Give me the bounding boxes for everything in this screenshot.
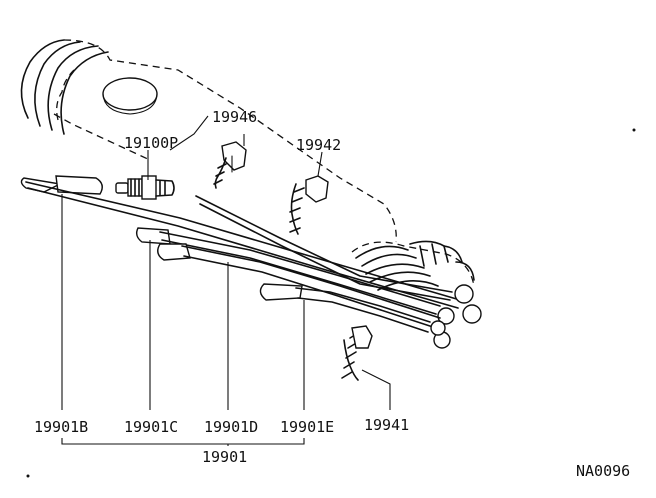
distributor-body (20, 39, 397, 243)
body-top-contour (63, 39, 397, 243)
wire-19901b-terminal (462, 304, 482, 324)
body-end-arc-2 (34, 41, 81, 127)
wire-19901e (259, 283, 446, 336)
cap-rim-1 (355, 245, 409, 259)
clamp-19942-body (305, 175, 329, 203)
coil-lead-cable-a (195, 195, 453, 293)
leader-19941 (361, 369, 391, 410)
clamp-19941-tail (343, 339, 359, 381)
cap-rim-3 (365, 263, 425, 275)
coil-lead-terminal (454, 284, 474, 304)
wire-19901b-cable-a (25, 181, 461, 301)
label-19901e: 19901E (280, 418, 334, 436)
wire-19901c-terminal (437, 307, 455, 325)
body-end-arc-1 (20, 39, 65, 119)
label-19941: 19941 (364, 416, 409, 434)
spark-plug-insulator (155, 179, 175, 197)
wire-19901e-terminal (430, 320, 446, 336)
wire-19901e-boot (259, 283, 303, 301)
cap-outline (351, 241, 475, 287)
clamp-19941-body (351, 325, 373, 349)
figure-code: NA0096 (576, 462, 630, 480)
wire-19901c-cable-a (159, 231, 441, 307)
cap-rim-4 (369, 271, 431, 283)
clamp-19941 (341, 325, 373, 381)
wire-19901b-boot (55, 175, 103, 195)
clamp-19941-teeth (341, 331, 361, 379)
label-19942: 19942 (296, 136, 341, 154)
coil-lead (195, 195, 474, 304)
leader-19942 (317, 151, 323, 177)
leader-19946-body (169, 115, 209, 151)
spark-plug-thread (130, 178, 140, 197)
body-front-contour (56, 69, 75, 121)
clamp-19946-body (221, 141, 247, 171)
label-19946: 19946 (212, 108, 257, 126)
cap-tower-side (455, 261, 475, 281)
body-end-arc-3 (47, 45, 99, 131)
wire-19901e-cable-a (295, 287, 431, 323)
speck-mark (632, 128, 636, 132)
wire-19901d-cable-b (183, 255, 437, 329)
speck-mark-2 (26, 474, 30, 478)
bracket-19901 (61, 438, 305, 445)
label-19100p: 19100P (124, 134, 178, 152)
wire-19901d-cable-a (181, 245, 441, 319)
cap-tower-ribs (419, 243, 449, 267)
clamp-19946-teeth (213, 163, 227, 185)
distributor-cap (351, 240, 475, 291)
wire-19901c (135, 227, 455, 325)
label-19901c: 19901C (124, 418, 178, 436)
clamp-19946 (213, 141, 247, 189)
wire-19901d (157, 243, 451, 349)
body-end-arc-4 (60, 51, 109, 135)
wire-19901b (20, 175, 482, 324)
body-cap-rim (102, 93, 158, 115)
spark-plug-hex (141, 175, 157, 200)
leader-lines (61, 115, 391, 446)
part-labels: 19946 19100P 19942 19901B 19901C 19901D … (34, 108, 630, 480)
clamp-19942-teeth (289, 187, 305, 233)
spark-plug (115, 175, 175, 200)
spark-plug-ribs (159, 180, 166, 196)
spark-plug-tip (115, 182, 129, 194)
wire-19901c-cable-b (161, 239, 437, 315)
label-19901d: 19901D (204, 418, 258, 436)
wire-19901e-cable-b (297, 297, 429, 333)
coil-lead-cable-b (199, 203, 451, 301)
label-19901b: 19901B (34, 418, 88, 436)
clamp-19942 (289, 175, 329, 235)
body-cap (102, 77, 158, 111)
wire-19901c-boot (135, 227, 171, 245)
label-19901: 19901 (202, 448, 247, 466)
body-lower-contour (53, 113, 151, 161)
cap-rim-2 (361, 253, 417, 267)
wire-19901d-boot (157, 243, 191, 261)
